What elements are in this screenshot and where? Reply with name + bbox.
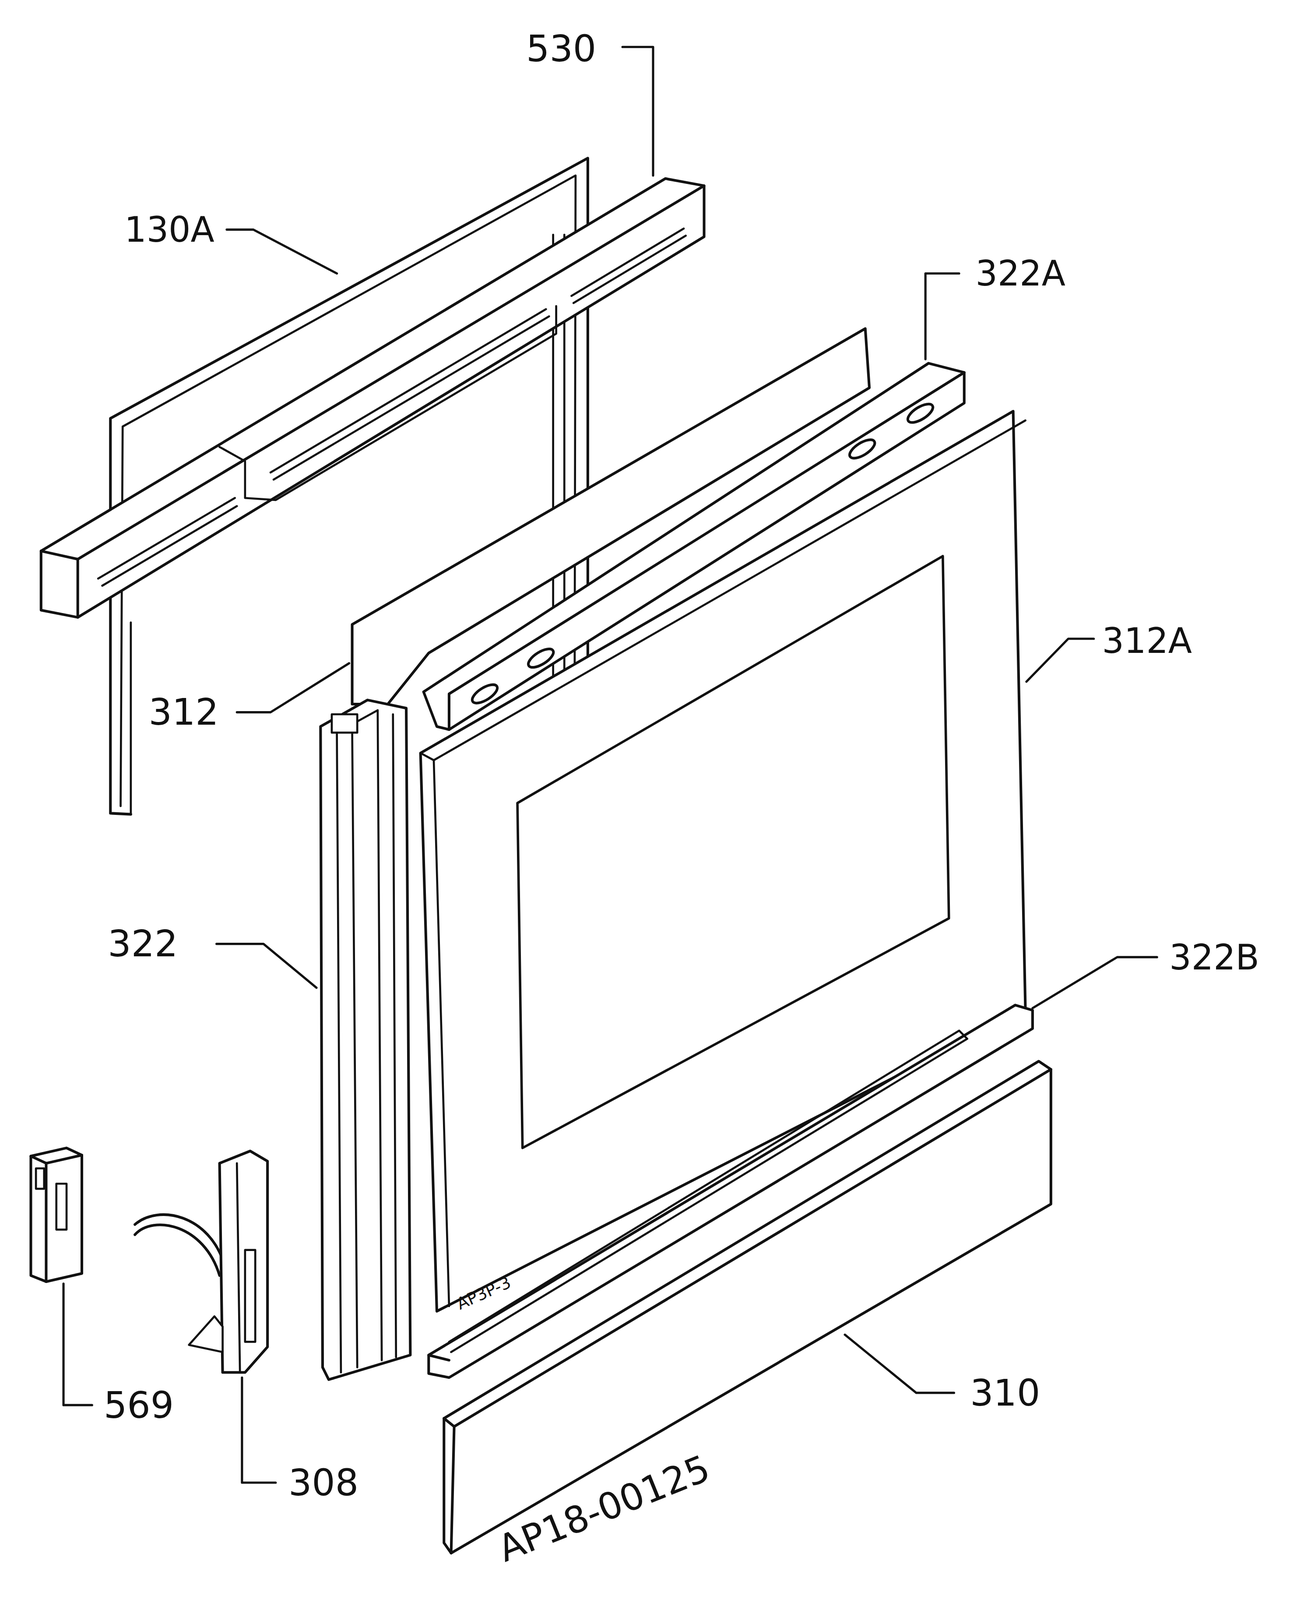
leader-lines <box>63 46 1157 1483</box>
callout-number: 312A <box>1102 623 1192 658</box>
callout-number: 530 <box>526 30 597 68</box>
latch-block <box>30 1147 82 1282</box>
callout-number: 322 <box>107 925 178 963</box>
callout-number: 322B <box>1169 939 1260 975</box>
callout-number: 310 <box>970 1374 1041 1412</box>
bottom-trim <box>443 1061 1051 1553</box>
callout-number: 312 <box>148 693 219 731</box>
side-profile <box>320 699 411 1380</box>
callout-number: 308 <box>288 1464 359 1501</box>
callout-number: 322A <box>975 256 1066 291</box>
callout-number: 130A <box>124 212 215 247</box>
top-vent-bar <box>41 178 705 618</box>
hinge <box>134 1150 268 1373</box>
callout-number: 569 <box>103 1386 174 1424</box>
